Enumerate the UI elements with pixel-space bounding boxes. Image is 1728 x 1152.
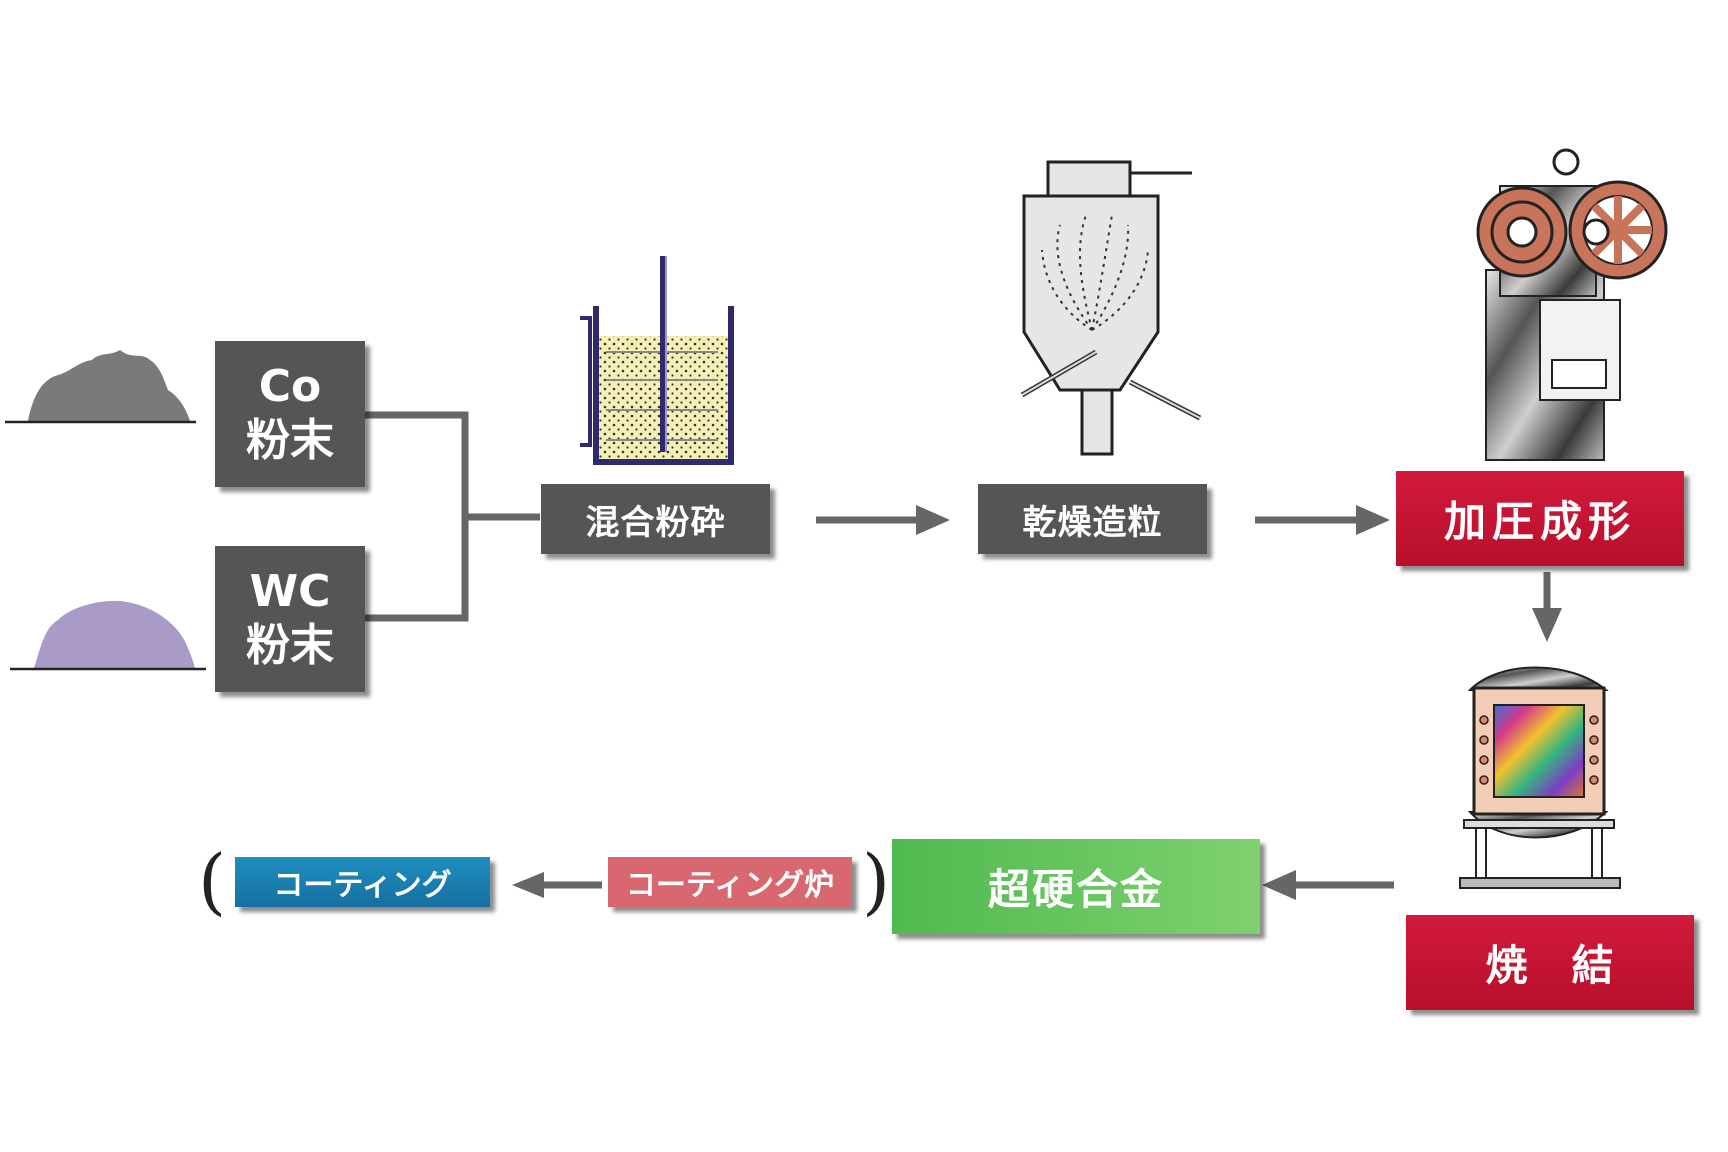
wc-powder-symbol: WC — [249, 566, 331, 617]
sintering-step-box: 焼 結 — [1406, 915, 1694, 1010]
arrow-sintering-to-carbide — [1262, 870, 1394, 900]
wc-powder-box: WC 粉末 — [215, 546, 365, 692]
sintering-furnace-icon — [1459, 666, 1621, 889]
coating-furnace-label: コーティング炉 — [625, 868, 835, 903]
coating-furnace-box: コーティング炉 — [608, 857, 852, 907]
mixing-step-box: 混合粉砕 — [541, 484, 770, 554]
drying-step-box: 乾燥造粒 — [978, 484, 1207, 554]
merge-connector — [363, 411, 540, 622]
wc-powder-pile-icon — [10, 600, 206, 671]
mixing-step-label: 混合粉砕 — [585, 502, 726, 543]
arrows — [512, 505, 1562, 900]
coating-label: コーティング — [273, 868, 452, 903]
co-powder-box: Co 粉末 — [215, 341, 365, 487]
cemented-carbide-box: 超硬合金 — [892, 839, 1260, 934]
pressing-step-label: 加圧成形 — [1443, 497, 1636, 546]
spray-dryer-icon — [1020, 160, 1202, 456]
arrow-pressing-to-sintering — [1532, 572, 1562, 642]
pressing-step-box: 加圧成形 — [1396, 471, 1684, 566]
arrow-drying-to-pressing — [1255, 505, 1390, 535]
coating-box: コーティング — [235, 857, 490, 907]
cemented-carbide-label: 超硬合金 — [987, 865, 1164, 914]
co-powder-pile-icon — [5, 350, 196, 424]
arrow-furnace-to-coating — [512, 872, 602, 898]
sintering-step-label: 焼 結 — [1485, 941, 1615, 990]
press-machine-icon — [1476, 148, 1668, 461]
wc-powder-label: 粉末 — [246, 620, 334, 671]
open-bracket: ( — [198, 839, 227, 923]
mixing-tank-icon — [580, 256, 734, 465]
close-bracket: ) — [862, 839, 891, 923]
co-powder-symbol: Co — [258, 361, 322, 412]
drying-step-label: 乾燥造粒 — [1022, 502, 1163, 543]
co-powder-label: 粉末 — [246, 415, 334, 466]
arrow-mixing-to-drying — [816, 505, 950, 535]
